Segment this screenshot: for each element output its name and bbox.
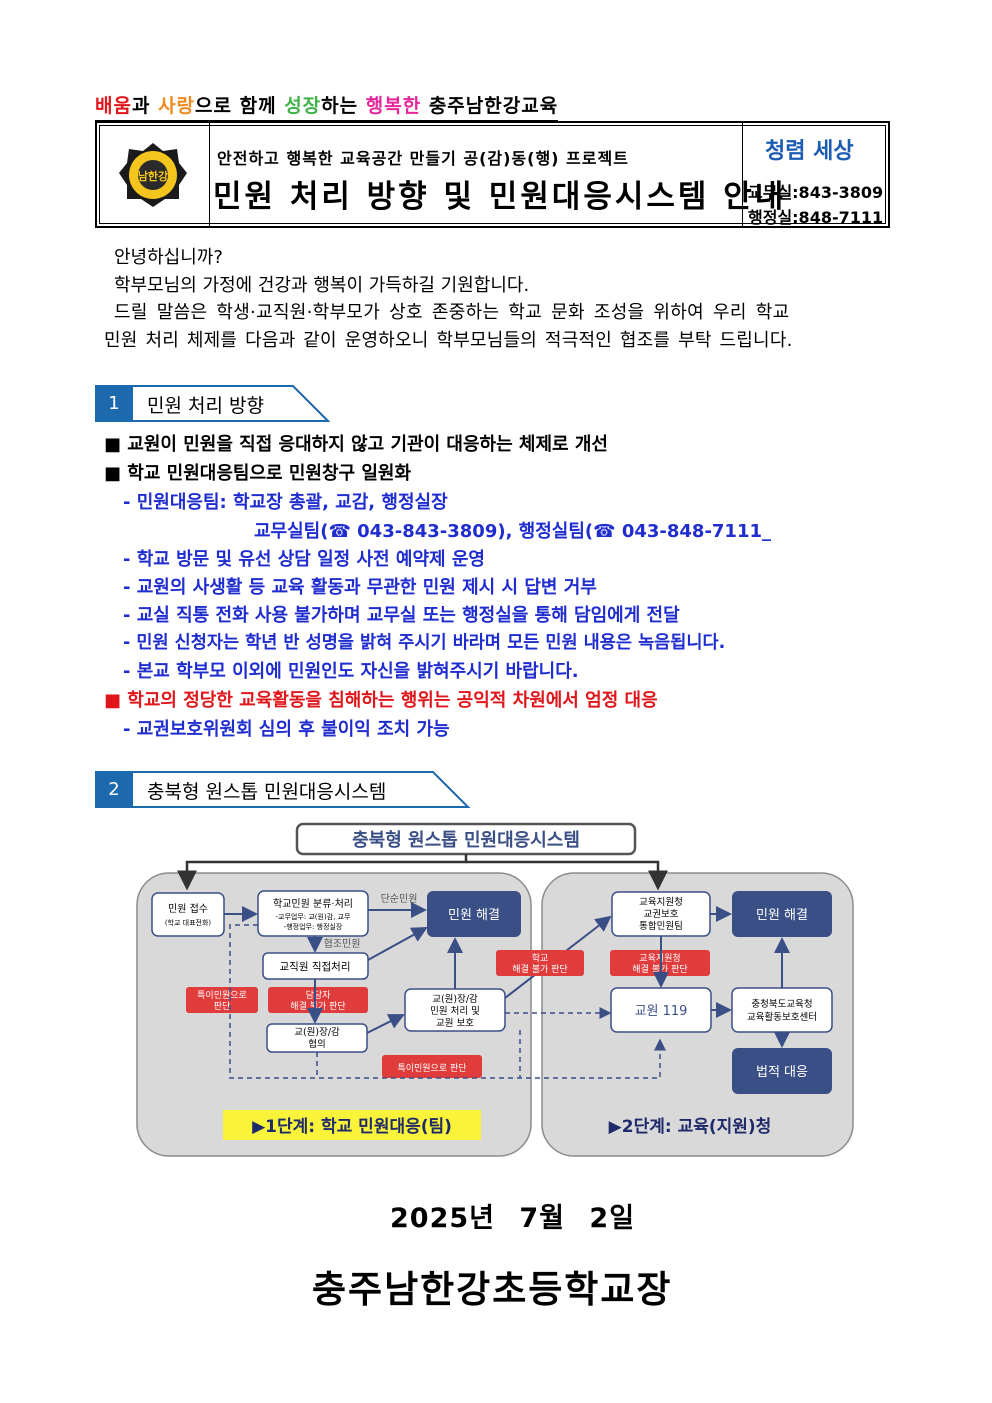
receive-sub: (학교 대표전화) (165, 918, 212, 927)
principal-label: 교(원)장/감 (432, 993, 478, 1005)
sub-item: - 교권보호위원회 심의 후 불이익 조치 가능 (123, 719, 450, 740)
special-judgement-label: 판단 (214, 1001, 231, 1012)
sub-item: - 교원의 사생활 등 교육 활동과 무관한 민원 제시 시 답변 거부 (123, 577, 597, 598)
signer: 충주남한강초등학교장 (312, 1268, 673, 1311)
integrity-logo-text: 청렴 세상 (765, 138, 854, 164)
consult-label: 교(원)장/감 (294, 1026, 340, 1038)
teacher119-label: 교원 119 (635, 1004, 688, 1019)
charge-fail-label: 해결 불가 판단 (290, 1001, 345, 1012)
connector-arrow (466, 860, 668, 891)
edu-office-label: 교권보호 (644, 908, 679, 920)
header-divider (742, 123, 743, 226)
sub-item: - 민원대응팀: 학교장 총괄, 교감, 행정실장 (123, 492, 448, 513)
intro-line: 학부모님의 가정에 건강과 행복이 가득하길 기원합니다. (114, 275, 530, 296)
slogan-word-growth: 성장 (284, 95, 322, 117)
integrity-logo: 청렴 세상 (765, 133, 854, 165)
slogan-word-learning: 배움 (95, 95, 132, 117)
section-number: 2 (95, 771, 133, 808)
resolve-box (427, 891, 521, 937)
edu-office-label: 교육지원청 (639, 897, 683, 908)
header-divider (209, 123, 210, 226)
sub-item: - 학교 방문 및 유선 상담 일정 사전 예약제 운영 (123, 549, 485, 570)
classify-sub: -교무업무: 교(원)감, 교무 (276, 912, 352, 921)
slogan-text: 하는 (321, 95, 366, 117)
resolve-label: 민원 해결 (448, 908, 500, 923)
bullet-item: ■ 교원이 민원을 직접 응대하지 않고 기관이 대응하는 체제로 개선 (104, 434, 608, 455)
dashed-flow (229, 924, 666, 1079)
protection-center-label: 충청북도교육청 (751, 999, 812, 1010)
edu-office-label: 통합민원팀 (639, 920, 683, 932)
stage1-panel (136, 872, 532, 1157)
special-judgement-box-2 (382, 1055, 482, 1078)
classify-sub: -행정업무: 행정실장 (284, 922, 343, 931)
legal-box (732, 1048, 832, 1094)
section-tab-shape (133, 385, 331, 422)
bullet-item-warning: ■ 학교의 정당한 교육활동을 침해하는 행위는 공익적 차원에서 엄정 대응 (104, 690, 658, 711)
charge-fail-box (268, 987, 368, 1013)
slogan-word-love: 사랑 (158, 95, 196, 117)
stage2-label: ▶2단계: 교육(지원)청 (609, 1116, 772, 1137)
header-inner-border (99, 125, 886, 224)
stage1-label: ▶1단계: 학교 민원대응(팀) (252, 1117, 452, 1137)
consult-label: 협의 (308, 1038, 325, 1050)
section-label: 충북형 원스톱 민원대응시스템 (147, 781, 387, 803)
intro-line: 드릴 말씀은 학생·교직원·학부모가 상호 존중하는 학교 문화 조성을 위하여… (114, 302, 790, 323)
principal-label: 민원 처리 및 (430, 1005, 480, 1017)
section-label: 민원 처리 방향 (147, 395, 264, 417)
emblem-text: 남한강 (138, 169, 168, 183)
school-fail-box (496, 950, 584, 976)
school-emblem-icon: 남한강 (119, 143, 187, 207)
sub-item: - 교실 직통 전화 사용 불가하며 교무실 또는 행정실을 통해 담임에게 전… (123, 605, 680, 626)
slogan-text: 으로 함께 (195, 95, 285, 117)
section-header: 2 충북형 원스톱 민원대응시스템 (95, 771, 475, 808)
staff-direct-label: 교직원 직접처리 (280, 961, 351, 973)
protection-center-label: 교육활동보호센터 (747, 1011, 817, 1023)
slogan-text: 과 (131, 95, 159, 117)
legal-label: 법적 대응 (756, 1065, 808, 1080)
special-judgement-box (186, 987, 258, 1013)
bullet-item: ■ 학교 민원대응팀으로 민원창구 일원화 (104, 463, 412, 484)
document-date: 2025년 7월 2일 (390, 1203, 636, 1234)
sub-item: - 본교 학부모 이외에 민원인도 자신을 밝혀주시기 바랍니다. (123, 661, 579, 682)
section-tab-shape (133, 771, 471, 808)
flow-arrow (367, 927, 428, 961)
header-box: 남한강 안전하고 행복한 교육공간 만들기 공(감)동(행) 프로젝트 민원 처… (95, 121, 890, 228)
school-fail-label: 학교 (532, 953, 549, 964)
slogan-text: 충주남한강교육 (421, 95, 559, 117)
header-subtitle: 안전하고 행복한 교육공간 만들기 공(감)동(행) 프로젝트 (217, 149, 629, 168)
section-header: 1 민원 처리 방향 (95, 385, 335, 422)
section-number: 1 (95, 385, 133, 422)
principal-label: 교원 보호 (436, 1018, 474, 1029)
receive-label: 민원 접수 (168, 903, 208, 915)
resolve-box-2 (732, 891, 832, 937)
office-phone: 교무실:843-3809 (748, 183, 884, 202)
simple-complaint-label: 단순민원 (381, 893, 418, 905)
connector-arrow (177, 854, 468, 891)
charge-fail-label: 담당자 (306, 989, 332, 1001)
classify-box (257, 890, 369, 937)
slogan-word-happy: 행복한 (365, 95, 422, 117)
slogan: 배움과 사랑으로 함께 성장하는 행복한 충주남한강교육 (95, 91, 559, 122)
diagram-title: 충북형 원스톱 민원대응시스템 (352, 830, 580, 851)
resolve-label-2: 민원 해결 (756, 908, 808, 923)
special-judgement-label: 특이민원으로 (197, 990, 247, 1001)
flow-arrow (366, 1014, 405, 1034)
stage1-label-box (223, 1110, 481, 1140)
classify-label: 학교민원 분류·처리 (273, 898, 353, 910)
sub-item: - 민원 신청자는 학년 반 성명을 밝혀 주시기 바라며 모든 민원 내용은 … (123, 633, 726, 653)
process-diagram: 충북형 원스톱 민원대응시스템 민원 접수 (학교 대표전화) 학교민원 분류·… (136, 822, 854, 1157)
sub-item-phones: 교무실팀(☎ 043-843-3809), 행정실팀(☎ 043-848-711… (254, 521, 772, 542)
intro-line: 안녕하십니까? (114, 247, 223, 268)
special-judgement-label-2: 특이민원으로 판단 (397, 1063, 466, 1074)
admin-phone: 행정실:848-7111 (748, 208, 884, 227)
page-title: 민원 처리 방향 및 민원대응시스템 안내 (213, 179, 787, 215)
intro-line: 민원 처리 체제를 다음과 같이 운영하오니 학부모님들의 적극적인 협조를 부… (104, 330, 793, 351)
coop-complaint-label: 협조민원 (324, 937, 361, 950)
school-fail-label: 해결 불가 판단 (512, 964, 567, 975)
protection-center-box (731, 987, 833, 1033)
